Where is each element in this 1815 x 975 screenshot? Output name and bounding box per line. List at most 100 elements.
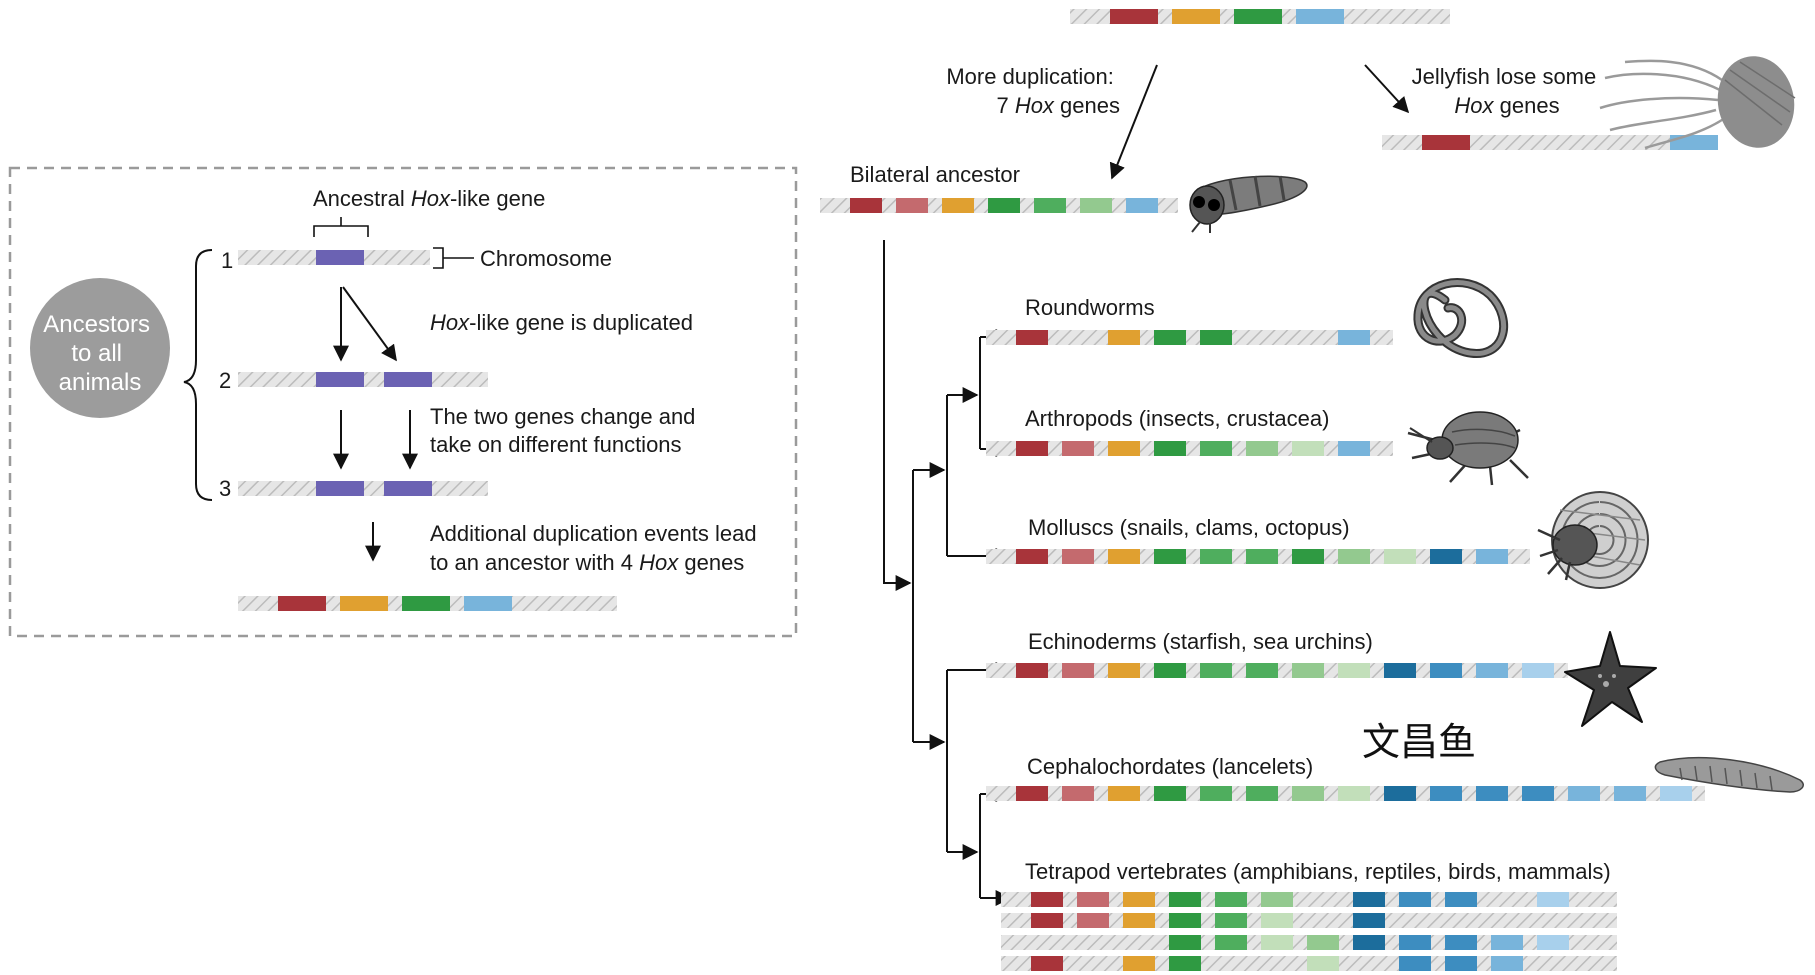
- hox-gene-block: [942, 198, 974, 213]
- step3-description: Additional duplication events lead to an…: [430, 521, 763, 575]
- hox-gene-block: [1307, 935, 1339, 950]
- inset-step3-chromosome: [238, 481, 488, 496]
- cephalochordates-label: Cephalochordates (lancelets): [1027, 754, 1313, 779]
- hox-gene-block: [340, 596, 388, 611]
- hox-gene-block: [1215, 913, 1247, 928]
- hox-gene-block: [1016, 786, 1048, 801]
- hox-gene-block: [1108, 441, 1140, 456]
- hox-gene-block: [1353, 935, 1385, 950]
- hox-gene-block: [1200, 786, 1232, 801]
- inset-step2-chromosome: [238, 372, 488, 387]
- hox-gene-block: [1154, 786, 1186, 801]
- hox-gene-block: [1200, 549, 1232, 564]
- echinoderms-chromosome: [986, 663, 1568, 678]
- nautilus-icon: [1537, 491, 1649, 589]
- hox-gene-block: [1399, 935, 1431, 950]
- hox-gene-block: [1031, 913, 1063, 928]
- hox-gene-block: [1491, 935, 1523, 950]
- hox-gene-block: [1246, 441, 1278, 456]
- hox-gene-block: [1108, 663, 1140, 678]
- cephalochordates-chromosome: [986, 786, 1705, 801]
- ancestors-circle-label: Ancestors to all animals: [43, 311, 156, 396]
- gene-bracket: [313, 217, 369, 237]
- hox-gene-block: [1568, 786, 1600, 801]
- hox-gene-block: [1399, 892, 1431, 907]
- jellyfish-icon: [1599, 56, 1796, 150]
- bilateral-chromosome: [820, 198, 1178, 213]
- hox-gene-block: [1338, 786, 1370, 801]
- more-duplication-label: More duplication: 7 Hox genes: [946, 64, 1120, 118]
- hox-gene-block: [1169, 892, 1201, 907]
- hox-gene-block: [1169, 956, 1201, 971]
- hox-gene-block: [1430, 549, 1462, 564]
- hox-gene-block: [1200, 663, 1232, 678]
- hox-gene-block: [1476, 549, 1508, 564]
- chromosome-bracket: [433, 247, 474, 269]
- hox-gene-block: [1296, 9, 1344, 24]
- hox-gene-block: [1200, 330, 1232, 345]
- bilateral-ancestor-label: Bilateral ancestor: [850, 162, 1020, 187]
- roundworms-chromosome: [986, 330, 1393, 345]
- arrow-jellyfish: [1364, 64, 1410, 114]
- larva-icon: [1189, 175, 1308, 233]
- hox-gene-block: [1261, 892, 1293, 907]
- hox-gene-block: [1246, 786, 1278, 801]
- hox-gene-block: [1430, 786, 1462, 801]
- tetrapod-chromosome-c: [1001, 935, 1617, 950]
- branch-bilateral-protostome: [883, 240, 912, 591]
- echinoderms-label: Echinoderms (starfish, sea urchins): [1028, 629, 1373, 654]
- hox-gene-block: [1034, 198, 1066, 213]
- inset-four-gene-chromosome: [238, 596, 617, 611]
- hox-gene-block: [1016, 549, 1048, 564]
- hox-gene-block: [384, 372, 432, 387]
- hox-gene-block: [1445, 892, 1477, 907]
- hox-gene-block: [1154, 549, 1186, 564]
- hox-gene-block: [1172, 9, 1220, 24]
- hox-gene-block: [1384, 663, 1416, 678]
- hox-gene-block: [1261, 913, 1293, 928]
- tetrapod-chromosome-d: [1001, 956, 1617, 971]
- tetrapods-label: Tetrapod vertebrates (amphibians, reptil…: [1025, 859, 1611, 884]
- hox-gene-block: [1123, 913, 1155, 928]
- lancelet-icon: [1654, 756, 1804, 793]
- hox-gene-block: [1614, 786, 1646, 801]
- hox-gene-block: [1353, 892, 1385, 907]
- hox-gene-block: [1384, 786, 1416, 801]
- hox-gene-block: [1200, 441, 1232, 456]
- ancestral-gene-label: Ancestral Hox-like gene: [313, 186, 545, 211]
- hox-gene-block: [1292, 549, 1324, 564]
- hox-gene-block: [278, 596, 326, 611]
- hox-gene-block: [1154, 441, 1186, 456]
- hox-gene-block: [1430, 663, 1462, 678]
- hox-gene-block: [1215, 935, 1247, 950]
- hox-gene-block: [1108, 549, 1140, 564]
- watermark-text: 文昌鱼: [1362, 720, 1476, 764]
- hox-gene-block: [316, 372, 364, 387]
- hox-gene-block: [1215, 892, 1247, 907]
- hox-gene-block: [1537, 892, 1569, 907]
- arrow-more-duplication: [1109, 64, 1158, 180]
- jellyfish-label: Jellyfish lose some Hox genes: [1412, 64, 1603, 118]
- hox-gene-block: [1338, 549, 1370, 564]
- arrow-step1-diag: [342, 286, 397, 362]
- arthropods-label: Arthropods (insects, crustacea): [1025, 406, 1329, 431]
- inset-step1-chromosome: [238, 250, 430, 265]
- molluscs-label: Molluscs (snails, clams, octopus): [1028, 515, 1350, 540]
- hox-gene-block: [1261, 935, 1293, 950]
- hox-gene-block: [1670, 135, 1718, 150]
- chromosome-label: Chromosome: [480, 246, 612, 271]
- hox-gene-block: [1108, 786, 1140, 801]
- hox-gene-block: [1062, 549, 1094, 564]
- chromosome-backbone: [986, 330, 1393, 345]
- hox-gene-block: [1522, 663, 1554, 678]
- hox-gene-block: [1080, 198, 1112, 213]
- hox-gene-block: [1537, 935, 1569, 950]
- starfish-icon: [1564, 631, 1657, 727]
- hox-gene-block: [1660, 786, 1692, 801]
- hox-gene-block: [384, 481, 432, 496]
- inset-dashed-box: [8, 166, 798, 638]
- hox-gene-block: [1292, 786, 1324, 801]
- hox-gene-block: [850, 198, 882, 213]
- hox-gene-block: [1292, 663, 1324, 678]
